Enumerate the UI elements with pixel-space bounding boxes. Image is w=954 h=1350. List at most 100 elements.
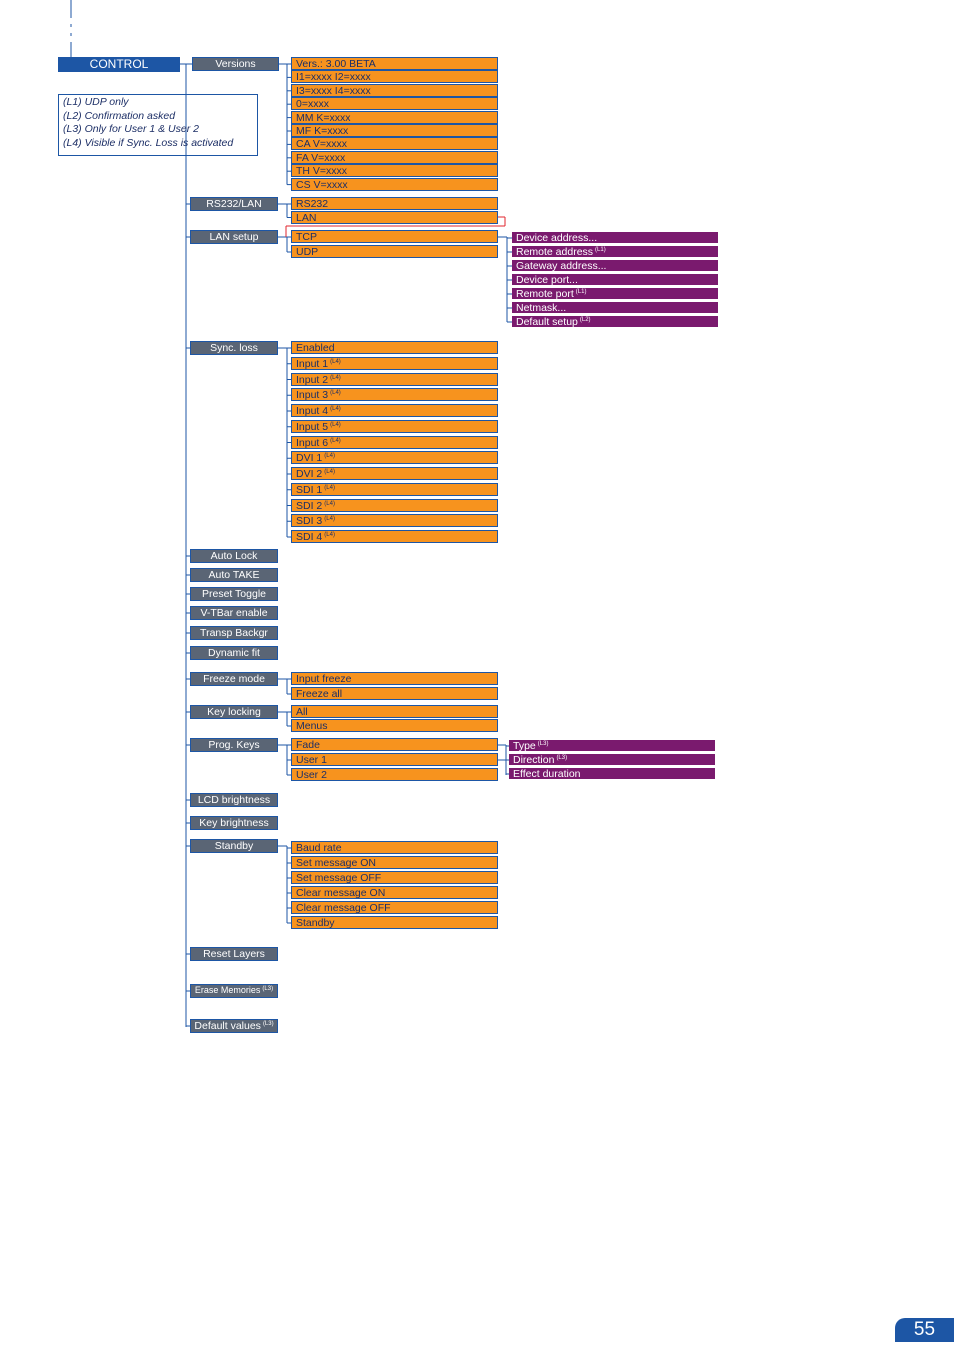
menu-label: User 1 [296, 754, 327, 766]
submenu-item[interactable]: MM K=xxxx [291, 110, 498, 124]
level-note: (L4) [330, 406, 341, 412]
tcp-item[interactable]: Device port... [512, 274, 718, 285]
submenu-item[interactable]: CA V=xxxx [291, 137, 498, 151]
menu-dynamic-fit[interactable]: Dynamic fit [190, 646, 278, 660]
submenu-item[interactable]: Baud rate [291, 841, 498, 854]
submenu-item[interactable]: Freeze all [291, 687, 498, 700]
menu-label: Gateway address... [516, 260, 607, 271]
submenu-item[interactable]: Input 5(L4) [291, 419, 498, 433]
tcp-item[interactable]: Netmask... [512, 302, 718, 313]
submenu-item[interactable]: Input 3(L4) [291, 388, 498, 402]
menu-key-locking[interactable]: Key locking [190, 705, 278, 719]
menu-reset-layers[interactable]: Reset Layers [190, 947, 278, 961]
submenu-item[interactable]: Set message ON [291, 856, 498, 869]
submenu-item[interactable]: Clear message ON [291, 886, 498, 899]
submenu-item[interactable]: Set message OFF [291, 871, 498, 884]
submenu-item[interactable]: Menus [291, 719, 498, 732]
submenu-item[interactable]: Input 1(L4) [291, 356, 498, 370]
level-note: (L4) [330, 374, 341, 381]
submenu-item[interactable]: DVI 1(L4) [291, 451, 498, 465]
submenu-item[interactable]: Enabled [291, 341, 498, 354]
menu-label: All [296, 706, 308, 718]
menu-label: SDI 3 [296, 515, 323, 528]
tcp-item[interactable]: Default setup(L2) [512, 316, 718, 327]
menu-lan-setup[interactable]: LAN setup [190, 230, 278, 244]
submenu-item[interactable]: Input 6(L4) [291, 435, 498, 449]
submenu-item[interactable]: DVI 2(L4) [291, 467, 498, 480]
submenu-item[interactable]: SDI 3(L4) [291, 514, 498, 528]
prog-key-option[interactable]: Type(L3) [509, 740, 715, 751]
menu-label: Erase Memories [194, 985, 261, 995]
legend-l1: (L1) UDP only [63, 96, 129, 108]
submenu-item[interactable]: Clear message OFF [291, 901, 498, 914]
menu-label: Dynamic fit [208, 647, 260, 659]
tcp-item[interactable]: Gateway address... [512, 260, 718, 271]
menu-rs232-lan[interactable]: RS232/LAN [190, 197, 278, 211]
submenu-item[interactable]: Standby [291, 916, 498, 929]
tcp-item[interactable]: Device address... [512, 232, 718, 243]
menu-default-values[interactable]: Default values(L3) [190, 1019, 278, 1033]
submenu-item[interactable]: All [291, 705, 498, 718]
menu-label: TH V=xxxx [296, 165, 348, 178]
menu-standby[interactable]: Standby [190, 839, 278, 853]
submenu-item[interactable]: User 2 [291, 768, 498, 781]
menu-auto-take[interactable]: Auto TAKE [190, 568, 278, 582]
menu-key-brightness[interactable]: Key brightness [190, 816, 278, 830]
level-note: (L4) [324, 532, 335, 538]
submenu-item[interactable]: User 1 [291, 753, 498, 766]
menu-label: Menus [296, 720, 328, 732]
submenu-item[interactable]: SDI 1(L4) [291, 482, 498, 496]
level-note: (L2) [579, 317, 591, 323]
menu-preset-toggle[interactable]: Preset Toggle [190, 587, 278, 601]
submenu-item[interactable]: Input 4(L4) [291, 404, 498, 417]
menu-label: SDI 4 [296, 531, 323, 543]
menu-auto-lock[interactable]: Auto Lock [190, 549, 278, 563]
menu-versions[interactable]: Versions [192, 57, 279, 71]
submenu-item[interactable]: MF K=xxxx [291, 124, 498, 137]
menu-label: SDI 2 [296, 499, 323, 512]
level-note: (L3) [262, 986, 274, 992]
menu-freeze-mode[interactable]: Freeze mode [190, 672, 278, 686]
menu-label: Default setup [516, 316, 578, 327]
menu-prog-keys[interactable]: Prog. Keys [190, 738, 278, 752]
submenu-item[interactable]: TCP [291, 230, 498, 243]
submenu-item[interactable]: RS232 [291, 197, 498, 210]
submenu-item[interactable]: UDP [291, 245, 498, 258]
tcp-item[interactable]: Remote port(L1) [512, 288, 718, 299]
submenu-item[interactable]: FA V=xxxx [291, 150, 498, 164]
submenu-item[interactable]: Vers.: 3.00 BETA [291, 57, 498, 70]
submenu-item[interactable]: 0=xxxx [291, 97, 498, 111]
submenu-item[interactable]: CS V=xxxx [291, 177, 498, 191]
menu-erase-memories[interactable]: Erase Memories(L3) [190, 984, 278, 998]
submenu-item[interactable]: Input freeze [291, 672, 498, 685]
legend-l3: (L3) Only for User 1 & User 2 [63, 123, 199, 135]
submenu-item[interactable]: Input 2(L4) [291, 372, 498, 386]
menu-label: Type [513, 740, 536, 751]
menu-transp-backgr[interactable]: Transp Backgr [190, 626, 278, 640]
legend-l2: (L2) Confirmation asked [63, 109, 176, 122]
level-note: (L4) [330, 390, 341, 397]
menu-label: I3=xxxx I4=xxxx [296, 84, 371, 97]
menu-label: Transp Backgr [200, 627, 268, 639]
control-root[interactable]: CONTROL [58, 57, 180, 72]
menu-lcd-brightness[interactable]: LCD brightness [190, 793, 278, 807]
menu-label: Preset Toggle [201, 588, 266, 600]
submenu-item[interactable]: I3=xxxx I4=xxxx [291, 83, 498, 97]
menu-sync-loss[interactable]: Sync. loss [190, 341, 278, 355]
level-note: (L1) [595, 247, 606, 253]
prog-key-option[interactable]: Effect duration [509, 768, 715, 779]
menu-label: Freeze mode [203, 673, 265, 685]
menu-v-tbar-enable[interactable]: V-TBar enable [190, 606, 278, 620]
submenu-item[interactable]: SDI 4(L4) [291, 530, 498, 543]
submenu-item[interactable]: I1=xxxx I2=xxxx [291, 70, 498, 84]
level-note: (L4) [324, 469, 335, 475]
menu-label: Prog. Keys [208, 739, 260, 751]
tcp-item[interactable]: Remote address(L1) [512, 246, 718, 257]
submenu-item[interactable]: LAN [291, 210, 498, 224]
submenu-item[interactable]: Fade [291, 738, 498, 751]
level-note: (L3) [556, 755, 568, 761]
prog-key-option[interactable]: Direction(L3) [509, 754, 715, 765]
menu-label: Set message ON [296, 857, 376, 869]
submenu-item[interactable]: SDI 2(L4) [291, 498, 498, 512]
submenu-item[interactable]: TH V=xxxx [291, 164, 498, 178]
